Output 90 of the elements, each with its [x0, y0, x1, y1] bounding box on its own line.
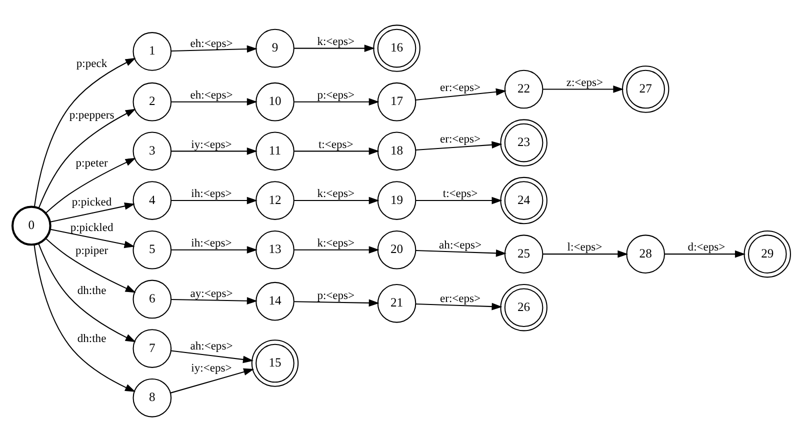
edge-label: er:<eps> [440, 134, 481, 146]
node-circle: 19 [377, 181, 416, 220]
arrow [294, 148, 380, 155]
node-circle: 1 [132, 32, 172, 71]
edge-label: iy:<eps> [191, 138, 232, 151]
edge-label: k:<eps> [317, 188, 355, 200]
node-circle: 14 [256, 282, 294, 321]
edge-label: z:<eps> [566, 76, 604, 89]
edge-label: p:peppers [69, 109, 114, 122]
node-circle: 26 [500, 284, 548, 332]
edge-label: ay:<eps> [190, 288, 233, 300]
node-circle: 25 [504, 234, 544, 274]
arrow [172, 45, 258, 53]
node-circle: 0 [11, 206, 52, 246]
node-circle: 18 [377, 132, 416, 171]
edge-label: ih:<eps> [191, 188, 232, 200]
node-circle: 15 [251, 340, 299, 387]
arrow [543, 86, 624, 93]
edge-label: p:pickled [70, 222, 114, 234]
node-circle: 20 [377, 230, 416, 270]
arrow [172, 297, 258, 305]
arrow [294, 196, 380, 204]
edge-label: p:peck [76, 58, 108, 70]
node-circle: 21 [377, 284, 416, 323]
arrow [34, 58, 136, 207]
arrow [543, 250, 628, 258]
arrow [172, 98, 258, 106]
edge-label: p:picked [72, 196, 112, 209]
node-circle: 9 [256, 28, 294, 68]
node-circle: 11 [256, 132, 294, 171]
arrow [294, 44, 375, 52]
edge-label: k:<eps> [317, 238, 355, 250]
edge-label: l:<eps> [567, 242, 602, 254]
node-circle: 10 [256, 82, 294, 122]
edge-label: dh:the [77, 284, 106, 297]
node-circle: 28 [626, 234, 666, 274]
arrow [294, 98, 380, 106]
node-circle: 23 [500, 119, 548, 166]
arrow [416, 302, 502, 310]
edge-label: ah:<eps> [190, 340, 233, 352]
arrow [38, 243, 136, 342]
edge-label: iy:<eps> [191, 362, 232, 374]
node-circle: 12 [256, 181, 294, 220]
arrow [416, 250, 506, 257]
edge-label: t:<eps> [442, 188, 478, 200]
node-circle: 13 [256, 230, 294, 270]
edge-label: dh:the [77, 333, 106, 346]
node-circle: 6 [132, 280, 172, 319]
arrow [50, 228, 135, 248]
arrow [50, 202, 136, 223]
edge-label: ih:<eps> [191, 238, 232, 250]
arrow [664, 250, 746, 258]
edge-label: d:<eps> [688, 242, 726, 254]
node-circle: 2 [132, 82, 172, 122]
edge-label: p:piper [75, 244, 108, 257]
edge-label: er:<eps> [440, 293, 481, 306]
edge-label: p:<eps> [317, 290, 355, 302]
arrow [45, 158, 136, 214]
arrow [170, 368, 254, 394]
node-circle: 27 [622, 66, 670, 113]
node-circle: 7 [132, 329, 172, 368]
edge-label: eh:<eps> [190, 38, 233, 50]
arrow [45, 238, 136, 293]
arrow [416, 88, 506, 101]
edge-label: p:<eps> [317, 89, 355, 102]
edge-label: er:<eps> [440, 82, 481, 94]
arrow [172, 148, 258, 155]
arrow [172, 196, 258, 204]
node-circle: 4 [132, 181, 172, 220]
edge-label: p:peter [76, 158, 108, 170]
arrow [34, 244, 136, 392]
arrow [170, 350, 254, 364]
arrow [294, 246, 380, 254]
node-circle: 29 [744, 230, 791, 278]
edge-label: ah:<eps> [439, 240, 482, 252]
node-circle: 22 [504, 70, 544, 109]
node-circle: 24 [500, 176, 548, 224]
node-circle: 3 [132, 132, 172, 171]
arrow [294, 299, 380, 307]
arrow [172, 246, 258, 254]
node-circle: 17 [377, 82, 416, 122]
node-circle: 8 [132, 378, 172, 418]
edge-label: k:<eps> [317, 36, 355, 48]
node-circle: 5 [132, 230, 172, 270]
arrow [416, 196, 502, 204]
arrow [416, 141, 502, 150]
node-circle: 16 [373, 24, 420, 72]
arrow [38, 108, 136, 208]
edge-label: eh:<eps> [190, 89, 233, 102]
edge-label: t:<eps> [318, 138, 354, 151]
